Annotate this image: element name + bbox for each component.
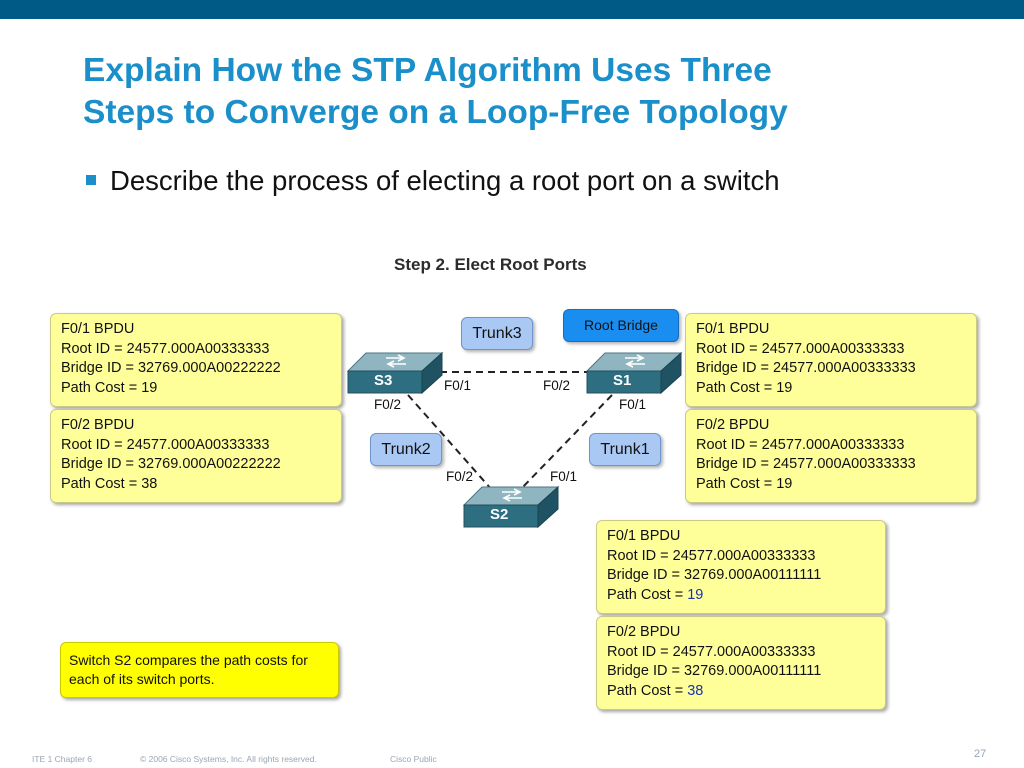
bpdu-path-cost-value: 38 xyxy=(687,682,704,699)
switch-icon xyxy=(462,485,560,529)
port-label-s1-f01: F0/1 xyxy=(619,397,647,412)
bpdu-header: F0/2 BPDU xyxy=(607,624,681,640)
switch-icon xyxy=(346,351,444,395)
slide-title-line2: Steps to Converge on a Loop-Free Topolog… xyxy=(83,94,788,131)
switch-s1: S1 xyxy=(585,349,683,397)
switch-s1-label: S1 xyxy=(613,372,632,389)
bullet-point: Describe the process of electing a root … xyxy=(86,165,780,197)
bpdu-bridge-id: Bridge ID = 32769.000A00222222 xyxy=(61,456,281,472)
switch-icon xyxy=(585,351,683,395)
bpdu-box-s3-f01: F0/1 BPDU Root ID = 24577.000A00333333 B… xyxy=(50,313,342,407)
explanation-note: Switch S2 compares the path costs for ea… xyxy=(60,642,339,698)
bpdu-box-s2-f01: F0/1 BPDU Root ID = 24577.000A00333333 B… xyxy=(596,520,886,614)
bpdu-bridge-id: Bridge ID = 24577.000A00333333 xyxy=(696,456,916,472)
bpdu-bridge-id: Bridge ID = 32769.000A00222222 xyxy=(61,360,281,376)
bpdu-header: F0/1 BPDU xyxy=(696,321,770,337)
port-label-s2-f01: F0/1 xyxy=(550,469,578,484)
bpdu-bridge-id: Bridge ID = 32769.000A00111111 xyxy=(607,663,822,679)
bpdu-root-id: Root ID = 24577.000A00333333 xyxy=(61,436,270,453)
port-label-s3-f01: F0/1 xyxy=(444,378,472,393)
bpdu-path-cost-label: Path Cost = xyxy=(607,682,688,699)
switch-s3: S3 xyxy=(346,349,444,397)
step-title: Step 2. Elect Root Ports xyxy=(394,255,587,274)
bpdu-box-s2-f02: F0/2 BPDU Root ID = 24577.000A00333333 B… xyxy=(596,616,886,710)
bpdu-header: F0/1 BPDU xyxy=(61,321,135,337)
footer-copyright: © 2006 Cisco Systems, Inc. All rights re… xyxy=(140,754,317,764)
bpdu-root-id: Root ID = 24577.000A00333333 xyxy=(607,547,816,564)
slide-title-line1: Explain How the STP Algorithm Uses Three xyxy=(83,52,772,89)
bullet-text: Describe the process of electing a root … xyxy=(110,165,780,196)
bpdu-path-cost-value: 19 xyxy=(687,586,704,603)
bpdu-path-cost: Path Cost = 19 xyxy=(696,475,793,492)
bpdu-header: F0/2 BPDU xyxy=(696,417,770,433)
bpdu-bridge-id: Bridge ID = 24577.000A00333333 xyxy=(696,360,916,376)
trunk1-tag: Trunk1 xyxy=(589,433,661,466)
bpdu-header: F0/1 BPDU xyxy=(607,528,681,544)
bpdu-path-cost: Path Cost = 19 xyxy=(607,586,875,606)
port-label-s3-f02: F0/2 xyxy=(374,397,402,412)
bpdu-path-cost: Path Cost = 19 xyxy=(61,379,158,396)
square-bullet-icon xyxy=(86,175,96,185)
trunk2-tag: Trunk2 xyxy=(370,433,442,466)
bpdu-root-id: Root ID = 24577.000A00333333 xyxy=(61,340,270,357)
bpdu-path-cost: Path Cost = 19 xyxy=(696,379,793,396)
bpdu-path-cost: Path Cost = 38 xyxy=(61,475,158,492)
port-label-s2-f02: F0/2 xyxy=(446,469,474,484)
bpdu-path-cost-label: Path Cost = xyxy=(607,586,688,603)
port-label-s1-f02: F0/2 xyxy=(543,378,571,393)
bpdu-root-id: Root ID = 24577.000A00333333 xyxy=(696,436,905,453)
bpdu-box-s1-f01: F0/1 BPDU Root ID = 24577.000A00333333 B… xyxy=(685,313,977,407)
bpdu-box-s3-f02: F0/2 BPDU Root ID = 24577.000A00333333 B… xyxy=(50,409,342,503)
switch-s2-label: S2 xyxy=(490,506,509,523)
switch-s3-label: S3 xyxy=(374,372,393,389)
slide-title: Explain How the STP Algorithm Uses Three… xyxy=(83,50,983,134)
page-number: 27 xyxy=(974,748,987,760)
bpdu-bridge-id: Bridge ID = 32769.000A00111111 xyxy=(607,567,822,583)
bpdu-path-cost: Path Cost = 38 xyxy=(607,682,875,702)
bpdu-box-s1-f02: F0/2 BPDU Root ID = 24577.000A00333333 B… xyxy=(685,409,977,503)
bpdu-root-id: Root ID = 24577.000A00333333 xyxy=(607,643,816,660)
switch-s2: S2 xyxy=(462,483,560,531)
footer-classification: Cisco Public xyxy=(390,754,437,764)
footer-chapter: ITE 1 Chapter 6 xyxy=(32,754,93,764)
bpdu-header: F0/2 BPDU xyxy=(61,417,135,433)
trunk3-tag: Trunk3 xyxy=(461,317,533,350)
root-bridge-tag: Root Bridge xyxy=(563,309,679,342)
top-bar xyxy=(0,0,1024,19)
bpdu-root-id: Root ID = 24577.000A00333333 xyxy=(696,340,905,357)
